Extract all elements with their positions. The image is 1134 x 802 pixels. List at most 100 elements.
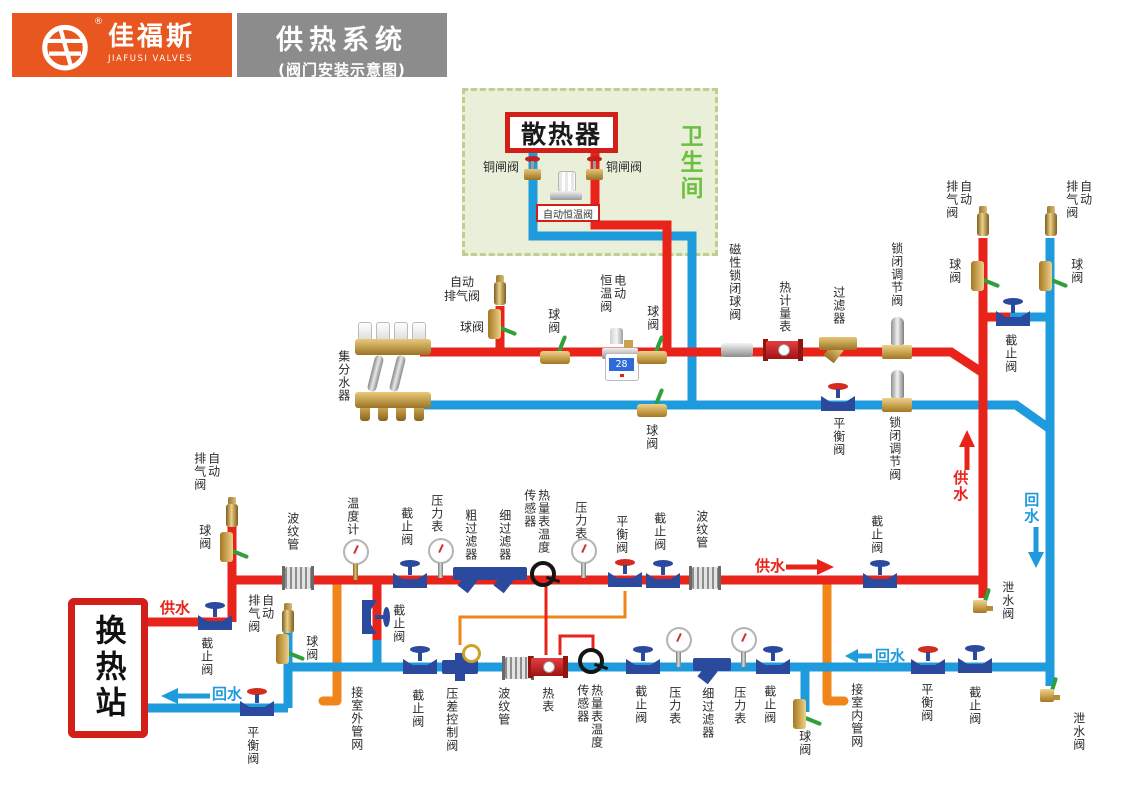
registered-mark: ®: [94, 17, 103, 27]
gatevalve-icon: [585, 156, 605, 184]
balance-icon: [608, 557, 642, 587]
component-label: 波纹管: [496, 687, 511, 726]
pipe-supply-upper-main: [420, 347, 986, 377]
station-label: 换热站: [89, 614, 126, 722]
dpcv-icon: [442, 644, 481, 685]
gauge-icon: [427, 538, 454, 580]
component-label: 压力表: [732, 686, 747, 725]
globe-icon: [996, 296, 1030, 326]
radiator-box: 散热器: [505, 112, 618, 153]
globe-icon: [646, 558, 680, 588]
component-label: 截止阀: [399, 507, 414, 546]
airvent-icon: [224, 497, 240, 529]
return-arrow-head-right: [845, 649, 858, 663]
component-label: 自动 排气阀: [444, 275, 481, 303]
manifold-icon: [355, 322, 431, 426]
ballvalve-chrome-icon: [721, 341, 753, 359]
component-label: 自动 排气阀: [246, 594, 275, 633]
component-label: 铜闸阀: [483, 160, 520, 174]
airvent-icon: [492, 275, 508, 307]
brand-logo-icon: [42, 24, 88, 71]
bellows-icon: [689, 566, 721, 590]
globe-icon: [403, 644, 437, 674]
supply-up-arrow-head: [959, 430, 975, 447]
globe-icon: [362, 600, 392, 634]
component-label: 截止阀: [633, 685, 648, 724]
balance-icon: [240, 686, 274, 716]
component-label: 球阀: [460, 320, 485, 334]
title-main: 供热系统: [276, 25, 408, 56]
component-label: 泄水阀: [1000, 581, 1015, 620]
pipe-outdoor-network-stub: [318, 579, 342, 706]
component-label: 截止阀: [967, 686, 982, 725]
airvent-icon: [975, 206, 991, 238]
return-down-arrow-head: [1028, 552, 1044, 568]
bathroom-zone-label: 卫生间: [676, 124, 702, 202]
strainer-icon: [453, 565, 491, 595]
component-label: 热量表温度 传感器: [575, 684, 604, 749]
component-label: 锁闭调节阀: [889, 242, 904, 307]
component-label: 球阀: [644, 424, 659, 450]
drain-icon: [971, 587, 993, 616]
component-label: 压差控制阀: [444, 687, 459, 752]
component-label: 粗过滤器: [463, 509, 478, 561]
pipe-return-upper-main: [420, 400, 1053, 433]
airvent-icon: [280, 603, 296, 635]
component-label: 供水: [755, 557, 786, 575]
strainer-brass-icon: [819, 335, 857, 365]
component-label: 截止阀: [199, 637, 214, 676]
component-label: 平衡阀: [614, 515, 629, 554]
globe-icon: [198, 600, 232, 630]
component-label: 截止阀: [391, 604, 406, 643]
heatmeter-icon: [763, 338, 803, 362]
balance-icon: [911, 644, 945, 674]
ballvalve-icon: [540, 334, 570, 367]
gauge-icon: [730, 627, 757, 669]
component-label: 过滤器: [831, 286, 846, 325]
globe-icon: [863, 558, 897, 588]
supply-arrow-head: [817, 559, 834, 575]
return-arrow-head-left: [161, 688, 178, 704]
ballvalve-icon: [968, 261, 1001, 291]
component-label: 截止阀: [652, 512, 667, 551]
diagram-title: 供热系统 (阀门安装示意图): [237, 13, 447, 79]
component-label: 平衡阀: [831, 417, 846, 456]
component-label: 热计量表: [777, 281, 792, 333]
component-label: 自动 排气阀: [944, 180, 973, 219]
component-label: 回水: [875, 647, 906, 665]
gatevalve-icon: [523, 156, 543, 184]
component-label: 回水: [1022, 492, 1041, 524]
component-label: 波纹管: [285, 512, 300, 551]
component-label: 波纹管: [694, 510, 709, 549]
component-label: 自动 排气阀: [1064, 180, 1093, 219]
display-icon: 28: [605, 353, 639, 381]
component-label: 球阀: [947, 258, 962, 284]
brand-logo: ® 佳福斯 JIAFUSI VALVES: [12, 13, 232, 77]
component-label: 压力表: [667, 686, 682, 725]
component-label: 细过滤器: [700, 687, 715, 739]
component-label: 磁性锁闭球阀: [727, 243, 742, 321]
component-label: 截止阀: [869, 515, 884, 554]
thermohead-icon: [550, 171, 582, 201]
component-label: 接室外管网: [349, 686, 364, 751]
thermostatic-valve-label: 自动恒温阀: [536, 204, 600, 222]
strainer-icon: [489, 565, 527, 595]
globe-icon: [393, 558, 427, 588]
pipe-radiator-return: [528, 150, 697, 405]
component-label: 平衡阀: [245, 726, 260, 765]
component-label: 压力表: [429, 494, 444, 533]
component-label: 热量表温度 传感器: [522, 489, 551, 554]
sensor-icon: [578, 648, 609, 674]
component-label: 铜闸阀: [606, 160, 643, 174]
component-label: 球阀: [1069, 258, 1084, 284]
component-label: 球阀: [197, 524, 212, 550]
brand-subtitle: JIAFUSI VALVES: [108, 54, 194, 64]
lockshield-icon: [882, 317, 912, 361]
ballvalve-icon: [217, 532, 250, 562]
component-label: 热表: [540, 687, 555, 713]
brand-name: 佳福斯: [108, 22, 196, 52]
component-label: 截止阀: [410, 689, 425, 728]
title-sub: (阀门安装示意图): [278, 61, 406, 79]
ballvalve-icon: [273, 634, 306, 664]
thermometer-icon: [342, 539, 369, 581]
